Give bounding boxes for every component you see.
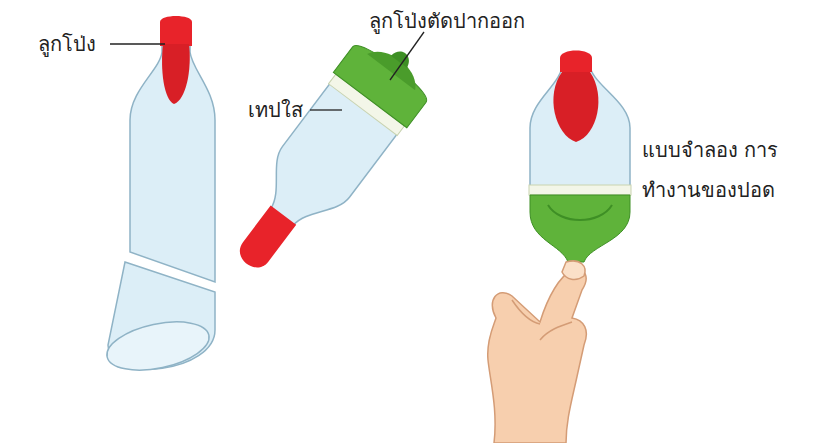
- part-label: ลูกโป่ง: [38, 24, 118, 64]
- lung-model-bottle: [529, 51, 631, 263]
- part-label: แบบจำลอง การทำงานของปอด: [642, 130, 813, 210]
- part-label: เทปใส: [248, 90, 318, 130]
- part-label: ลูกโป่งตัดปากออก: [369, 1, 589, 41]
- hand: [488, 261, 587, 443]
- bottle-with-balloon: [210, 26, 442, 292]
- cut-bottle: [103, 16, 215, 378]
